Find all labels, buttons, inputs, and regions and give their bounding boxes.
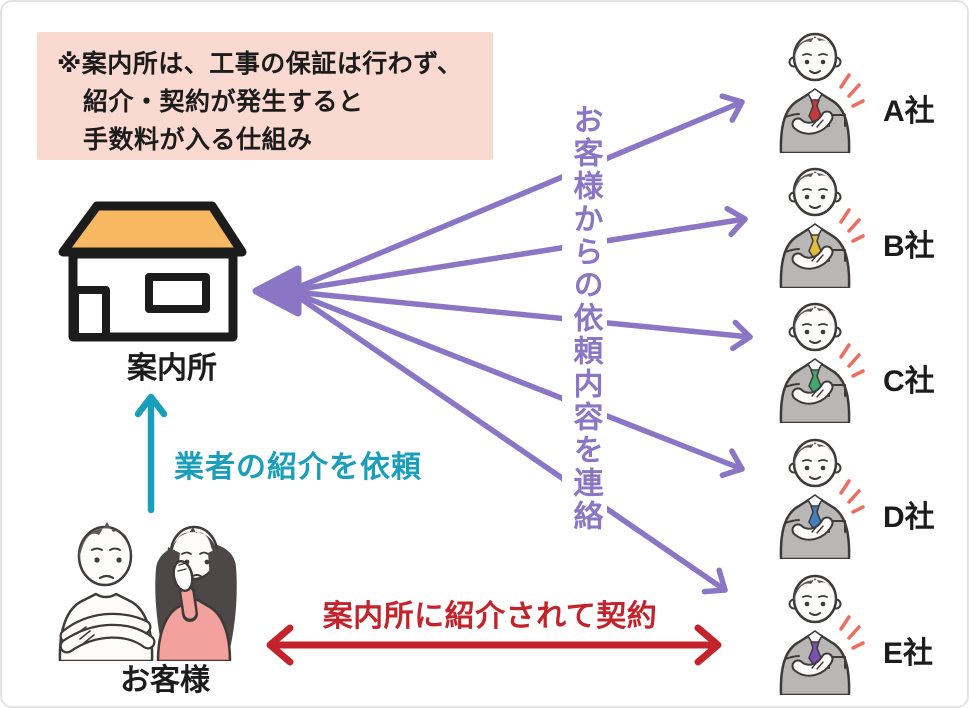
company-row-d: D社	[757, 426, 967, 561]
relay-arrow-label: お客様からの依頼内容を連絡	[562, 100, 607, 537]
relay-line-d	[291, 290, 745, 478]
relay-arrowhead	[252, 265, 302, 317]
company-row-c: C社	[757, 290, 967, 425]
office-label: 案内所	[127, 352, 217, 385]
company-label-d: D社	[883, 501, 935, 534]
relay-line-a	[291, 93, 745, 292]
man-worried-mouth	[98, 574, 115, 580]
woman-sweater	[156, 598, 232, 661]
relay-line-e	[291, 291, 728, 595]
company-label-a: A社	[883, 95, 935, 128]
customers-illustration	[58, 522, 237, 661]
company-row-e: E社	[757, 562, 967, 697]
contract-arrow	[266, 624, 722, 666]
company-label-b: B社	[883, 230, 935, 263]
company-row-b: B社	[757, 155, 967, 290]
note-line-2: 紹介・契約が発生すると	[83, 88, 364, 116]
company-label-c: C社	[883, 365, 935, 398]
office-house-icon	[58, 201, 247, 342]
note-box: ※案内所は、工事の保証は行わず、 紹介・契約が発生すると 手数料が入る仕組み	[37, 32, 493, 160]
note-line-1: ※案内所は、工事の保証は行わず、	[57, 50, 463, 78]
customers-label: お客様	[120, 664, 210, 697]
contract-arrow-label: 案内所に紹介されて契約	[322, 600, 658, 633]
company-label-e: E社	[883, 637, 934, 670]
house-door	[71, 286, 110, 341]
woman-hand	[172, 559, 194, 593]
house-window	[145, 273, 210, 313]
house-roof	[58, 201, 247, 257]
request-arrow-label: 業者の紹介を依頼	[174, 451, 422, 484]
woman-hair-front	[170, 527, 218, 559]
man-crossed-arms	[75, 626, 95, 644]
note-line-3: 手数料が入る仕組み	[83, 126, 313, 154]
relay-line-c	[291, 289, 753, 352]
company-row-a: A社	[757, 20, 967, 155]
request-arrow	[134, 393, 168, 514]
relay-line-b	[291, 205, 748, 293]
